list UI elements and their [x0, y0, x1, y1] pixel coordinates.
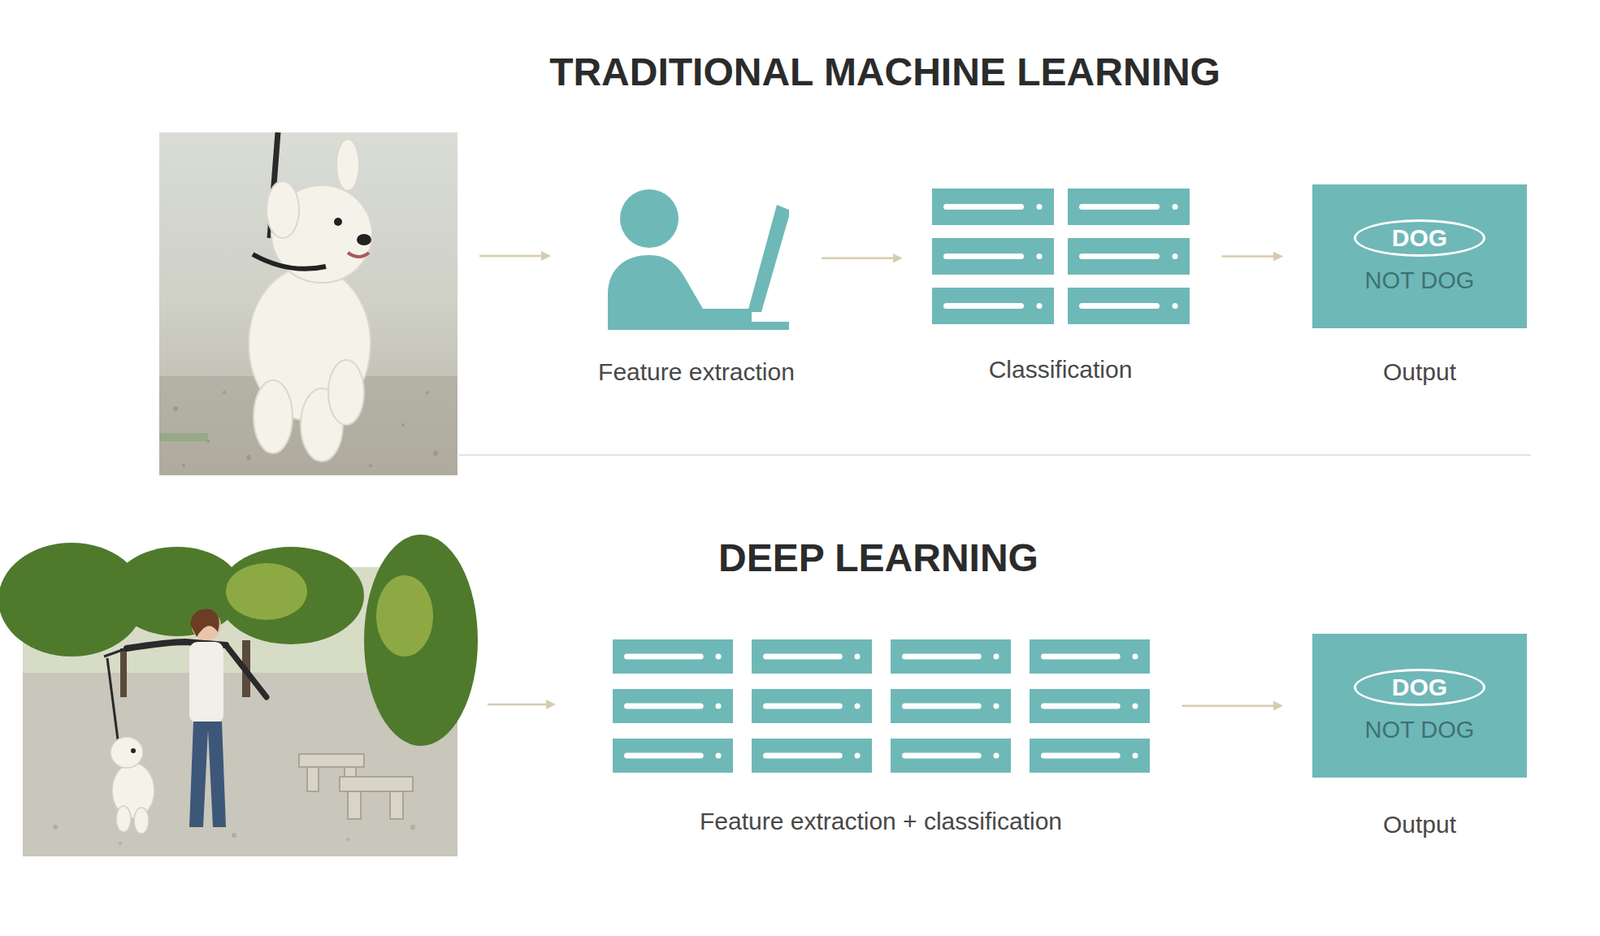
node-caption: Classification	[988, 355, 1133, 385]
section-title: DEEP LEARNING	[718, 535, 1039, 581]
photo-arrows	[479, 251, 556, 710]
server-stack-icon	[932, 188, 1190, 325]
output-box: DOG NOT DOG Output	[1312, 184, 1527, 387]
output-panel: DOG NOT DOG	[1312, 633, 1527, 778]
class-label: NOT DOG	[1365, 715, 1475, 744]
divider-line	[459, 454, 1531, 456]
flow-arrow	[1222, 255, 1283, 258]
node-caption: Feature extraction + classification	[699, 806, 1063, 837]
node-caption: Output	[1383, 810, 1457, 840]
person-laptop-icon	[603, 188, 790, 332]
walk-photo	[0, 534, 478, 857]
flow-arrow	[821, 257, 902, 261]
dog-photo	[159, 132, 458, 476]
section-title: TRADITIONAL MACHINE LEARNING	[549, 49, 1221, 95]
server-node: Feature extraction + classification	[612, 639, 1150, 837]
output-box: DOG NOT DOG Output	[1312, 633, 1527, 840]
node-caption: Output	[1383, 357, 1457, 387]
server-node: Classification	[932, 188, 1190, 385]
output-panel: DOG NOT DOG	[1312, 184, 1527, 329]
class-label-selected: DOG	[1353, 668, 1486, 707]
node-caption: Feature extraction	[598, 357, 795, 387]
class-label-selected: DOG	[1353, 219, 1486, 257]
feature-extraction-node: Feature extraction	[598, 188, 795, 387]
flow-arrow	[1182, 705, 1283, 708]
class-label: NOT DOG	[1365, 266, 1475, 295]
server-stack-icon	[612, 639, 1150, 773]
